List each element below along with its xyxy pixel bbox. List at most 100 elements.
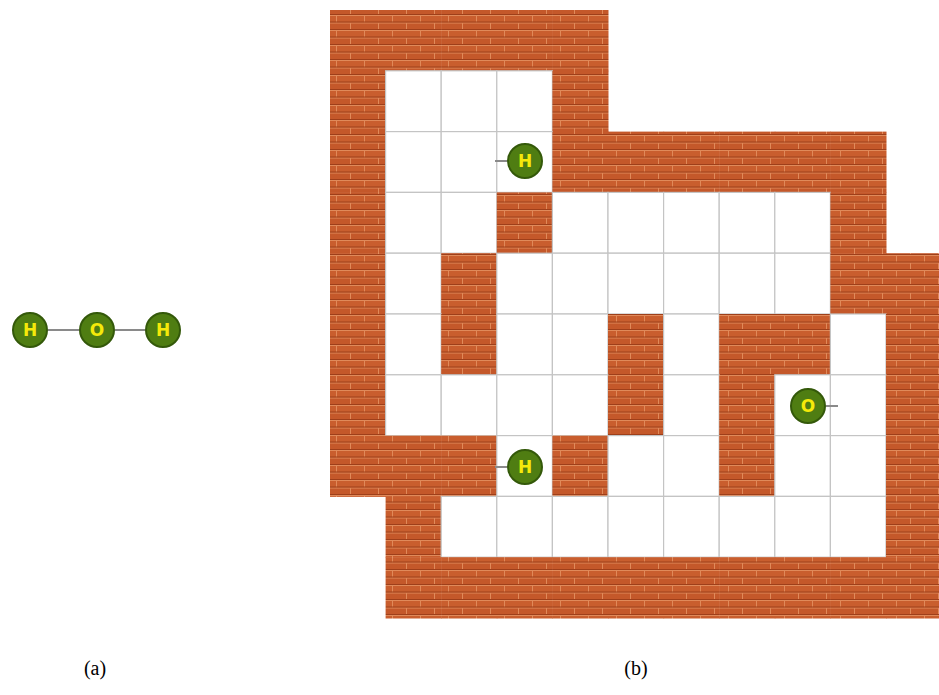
brick-wall	[775, 132, 831, 193]
floor-cell	[775, 496, 831, 557]
atom-circle: H	[145, 312, 181, 348]
brick-wall	[719, 436, 775, 497]
brick-wall	[386, 557, 442, 618]
bond-stub	[495, 466, 507, 468]
brick-wall	[552, 71, 608, 132]
brick-wall	[608, 314, 664, 375]
brick-wall	[886, 557, 939, 618]
brick-wall	[775, 314, 831, 375]
bond-stub	[495, 160, 507, 162]
brick-wall	[552, 132, 608, 193]
brick-wall	[664, 557, 720, 618]
brick-wall	[330, 10, 386, 71]
floor-cell	[775, 253, 831, 314]
atom-symbol: H	[156, 322, 170, 339]
brick-wall	[608, 132, 664, 193]
brick-wall	[830, 132, 886, 193]
floor-cell	[552, 314, 608, 375]
panel-label: (b)	[624, 657, 647, 680]
floor-cell	[775, 436, 831, 497]
floor-cell	[497, 314, 553, 375]
atom-circle: H	[507, 143, 543, 179]
brick-wall	[497, 192, 553, 253]
brick-wall	[664, 132, 720, 193]
atom-symbol: H	[23, 322, 37, 339]
atom-circle: H	[12, 312, 48, 348]
floor-cell	[441, 496, 497, 557]
brick-wall	[886, 375, 939, 436]
floor-cell	[497, 375, 553, 436]
floor-cell	[608, 253, 664, 314]
brick-wall	[441, 557, 497, 618]
floor-cell	[775, 375, 831, 436]
floor-cell	[552, 253, 608, 314]
floor-cell	[441, 71, 497, 132]
floor-cell	[664, 253, 720, 314]
floor-cell	[386, 132, 442, 193]
floor-cell	[608, 192, 664, 253]
floor-cell	[386, 71, 442, 132]
panel-label: (a)	[84, 657, 106, 680]
brick-wall	[830, 253, 886, 314]
bond-stub	[826, 405, 838, 407]
floor-cell	[552, 192, 608, 253]
atom-symbol: O	[801, 398, 815, 415]
brick-wall	[497, 557, 553, 618]
brick-wall	[830, 192, 886, 253]
floor-cell	[441, 375, 497, 436]
brick-wall	[719, 314, 775, 375]
floor-cell	[497, 496, 553, 557]
brick-wall	[441, 436, 497, 497]
floor-cell	[386, 253, 442, 314]
floor-cell	[497, 71, 553, 132]
brick-wall	[386, 496, 442, 557]
floor-cell	[664, 314, 720, 375]
brick-wall	[552, 436, 608, 497]
bond-line	[48, 329, 79, 331]
brick-wall	[441, 314, 497, 375]
floor-cell	[664, 192, 720, 253]
atom-circle: H	[507, 449, 543, 485]
brick-wall	[441, 10, 497, 71]
floor-cell	[552, 496, 608, 557]
brick-wall	[330, 314, 386, 375]
floor-cell	[830, 375, 886, 436]
floor-cell	[830, 314, 886, 375]
brick-wall	[886, 253, 939, 314]
floor-cell	[552, 375, 608, 436]
brick-wall	[330, 192, 386, 253]
brick-wall	[386, 10, 442, 71]
brick-wall	[886, 314, 939, 375]
floor-cell	[664, 436, 720, 497]
floor-cell	[441, 192, 497, 253]
floor-cell	[719, 496, 775, 557]
brick-wall	[719, 375, 775, 436]
brick-wall	[719, 132, 775, 193]
atom-circle: O	[790, 388, 826, 424]
atom-symbol: O	[90, 322, 104, 339]
brick-wall	[330, 132, 386, 193]
brick-wall	[497, 10, 553, 71]
floor-cell	[664, 375, 720, 436]
floor-cell	[497, 253, 553, 314]
floor-cell	[719, 192, 775, 253]
brick-wall	[608, 557, 664, 618]
atom-symbol: H	[518, 459, 532, 476]
brick-wall	[775, 557, 831, 618]
floor-cell	[664, 496, 720, 557]
brick-wall	[552, 557, 608, 618]
brick-wall	[552, 10, 608, 71]
brick-wall	[330, 71, 386, 132]
brick-wall	[608, 375, 664, 436]
brick-wall	[441, 253, 497, 314]
floor-cell	[830, 496, 886, 557]
brick-wall	[886, 496, 939, 557]
floor-cell	[441, 132, 497, 193]
brick-wall	[330, 253, 386, 314]
floor-cell	[608, 436, 664, 497]
brick-wall	[830, 557, 886, 618]
floor-cell	[386, 375, 442, 436]
